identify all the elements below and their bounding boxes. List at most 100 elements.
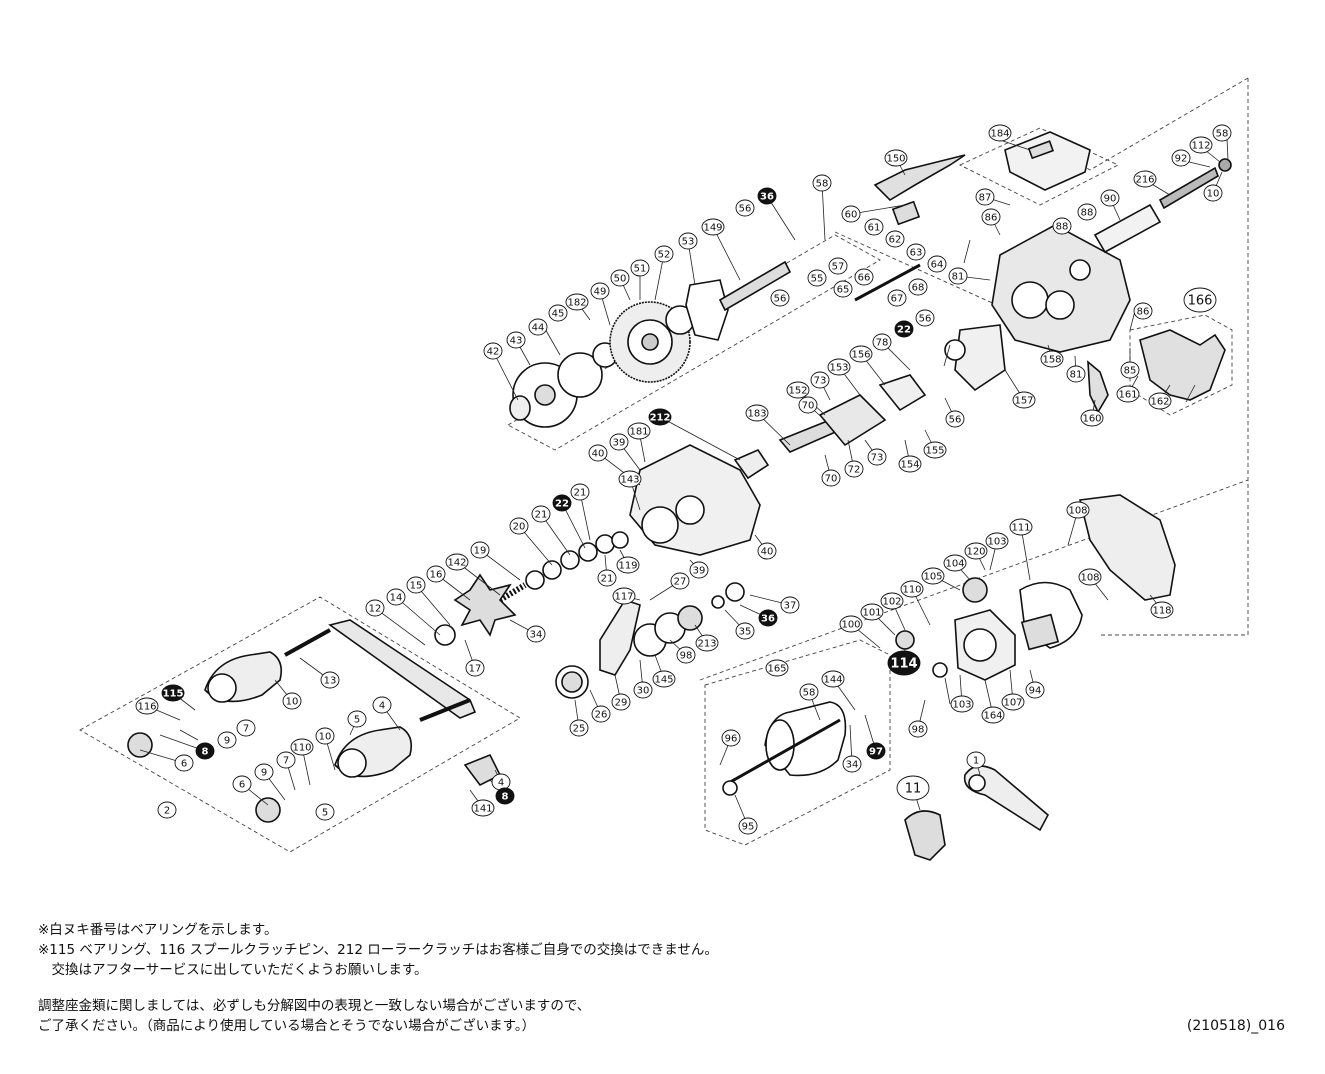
components bbox=[127, 131, 1232, 861]
part-label-bubble bbox=[1203, 184, 1223, 202]
part-number: 17 bbox=[469, 664, 482, 675]
part-number: 118 bbox=[1152, 606, 1171, 617]
part-label-bubble bbox=[833, 280, 853, 298]
part-label-bubble bbox=[921, 567, 945, 585]
part-label-bubble bbox=[842, 755, 862, 773]
part-number: 34 bbox=[530, 630, 543, 641]
part-label-216: 216 bbox=[1133, 170, 1157, 188]
part-label-10: 10 bbox=[315, 727, 335, 745]
part-label-bubble bbox=[1148, 392, 1172, 410]
part-label-bubble bbox=[887, 650, 921, 676]
part-number: 150 bbox=[886, 154, 905, 165]
part-label-102: 102 bbox=[880, 592, 904, 610]
part-label-bubble bbox=[570, 483, 590, 501]
part-label-142: 142 bbox=[445, 553, 469, 571]
part-label-bubble bbox=[627, 422, 651, 440]
part-number: 213 bbox=[697, 639, 716, 650]
part-number: 149 bbox=[703, 223, 722, 234]
part-number: 56 bbox=[739, 204, 752, 215]
part-label-bubble bbox=[290, 738, 314, 756]
part-label-bubble bbox=[509, 517, 529, 535]
part-label-bubble bbox=[372, 696, 392, 714]
part-label-bubble bbox=[1012, 391, 1036, 409]
part-number: 153 bbox=[829, 363, 848, 374]
part-label-bubble bbox=[531, 505, 551, 523]
part-label-108: 108 bbox=[1066, 501, 1090, 519]
part-label-52: 52 bbox=[654, 245, 674, 263]
part-label-bubble bbox=[821, 670, 845, 688]
part-label-155: 155 bbox=[923, 441, 947, 459]
part-number: 63 bbox=[910, 248, 923, 259]
part-label-70: 70 bbox=[798, 396, 818, 414]
part-label-bubble bbox=[135, 697, 159, 715]
part-label-26: 26 bbox=[591, 705, 611, 723]
side-cover bbox=[1079, 494, 1176, 601]
part-label-158: 158 bbox=[1040, 350, 1064, 368]
part-label-157: 157 bbox=[1012, 391, 1036, 409]
part-number: 103 bbox=[952, 700, 971, 711]
part-label-bubble bbox=[609, 433, 629, 451]
part-label-bubble bbox=[528, 318, 548, 336]
part-label-44: 44 bbox=[528, 318, 548, 336]
part-label-bubble bbox=[828, 257, 848, 275]
part-label-66: 66 bbox=[854, 268, 874, 286]
part-number: 73 bbox=[871, 453, 884, 464]
part-label-bubble bbox=[896, 775, 930, 801]
part-label-bubble bbox=[854, 268, 874, 286]
part-number: 68 bbox=[912, 283, 925, 294]
part-number: 73 bbox=[814, 376, 827, 387]
part-label-103: 103 bbox=[985, 532, 1009, 550]
part-label-78: 78 bbox=[872, 333, 892, 351]
part-label-150: 150 bbox=[884, 149, 908, 167]
part-label-117: 117 bbox=[612, 587, 636, 605]
part-label-114: 114 bbox=[887, 650, 921, 676]
part-number: 108 bbox=[1080, 573, 1099, 584]
part-label-115: 115 bbox=[161, 684, 185, 702]
part-label-bubble bbox=[1189, 136, 1213, 154]
part-label-149: 149 bbox=[701, 218, 725, 236]
part-number: 156 bbox=[851, 350, 870, 361]
part-label-21: 21 bbox=[531, 505, 551, 523]
part-number: 52 bbox=[658, 250, 671, 261]
part-label-bubble bbox=[735, 199, 755, 217]
part-number: 15 bbox=[410, 581, 423, 592]
part-number: 101 bbox=[862, 608, 881, 619]
part-label-9: 9 bbox=[217, 731, 237, 749]
part-label-97: 97 bbox=[866, 742, 886, 760]
part-number: 160 bbox=[1082, 414, 1101, 425]
part-label-bubble bbox=[839, 615, 863, 633]
part-number: 81 bbox=[952, 272, 965, 283]
part-number: 13 bbox=[324, 676, 337, 687]
part-label-bubble bbox=[254, 763, 274, 781]
part-number: 98 bbox=[680, 651, 693, 662]
part-label-bubble bbox=[860, 603, 884, 621]
part-label-bubble bbox=[610, 269, 630, 287]
part-number: 117 bbox=[614, 592, 633, 603]
part-label-bubble bbox=[821, 469, 841, 487]
part-label-10: 10 bbox=[1203, 184, 1223, 202]
part-label-181: 181 bbox=[627, 422, 651, 440]
part-number: 55 bbox=[811, 274, 824, 285]
part-label-bubble bbox=[1133, 302, 1153, 320]
part-label-57: 57 bbox=[828, 257, 848, 275]
part-label-156: 156 bbox=[849, 345, 873, 363]
part-label-5: 5 bbox=[347, 710, 367, 728]
part-label-bubble bbox=[1001, 693, 1025, 711]
part-label-bubble bbox=[1040, 350, 1064, 368]
part-label-bubble bbox=[1066, 365, 1086, 383]
part-label-bubble bbox=[157, 801, 177, 819]
part-number: 98 bbox=[912, 725, 925, 736]
frame bbox=[991, 224, 1131, 353]
part-label-153: 153 bbox=[827, 358, 851, 376]
part-number: 88 bbox=[1056, 222, 1069, 233]
part-label-86: 86 bbox=[981, 208, 1001, 226]
part-number: 154 bbox=[900, 460, 919, 471]
part-label-6: 6 bbox=[174, 754, 194, 772]
part-label-bubble bbox=[526, 625, 546, 643]
part-label-42: 42 bbox=[483, 342, 503, 360]
part-number: 116 bbox=[137, 702, 156, 713]
part-number: 166 bbox=[1188, 294, 1213, 309]
part-label-20: 20 bbox=[509, 517, 529, 535]
part-number: 100 bbox=[841, 620, 860, 631]
